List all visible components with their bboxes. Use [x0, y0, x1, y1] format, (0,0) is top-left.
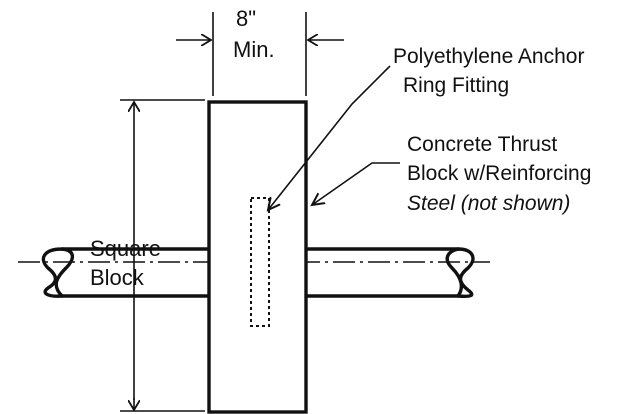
anchor-leader-line — [268, 65, 391, 210]
thrust-callout-line2: Block w/Reinforcing — [407, 162, 591, 185]
dimension-value: 8" — [236, 6, 256, 31]
anchor-ring-fitting-hidden — [250, 197, 270, 327]
pipe-label-line1: Square — [90, 236, 161, 261]
dimension-qualifier: Min. — [233, 37, 275, 62]
anchor-callout-line1: Polyethylene Anchor — [393, 45, 584, 68]
width-dimension: 8" Min. — [176, 6, 344, 96]
thrust-callout-line3: Steel (not shown) — [407, 192, 570, 215]
pipe-label-line2: Block — [90, 265, 145, 290]
pipe-left-break — [41, 247, 74, 298]
anchor-callout-line2: Ring Fitting — [403, 74, 509, 97]
thrust-leader-line — [312, 162, 400, 205]
height-dimension — [120, 99, 205, 412]
pipe-right-break — [445, 247, 475, 299]
thrust-callout-line1: Concrete Thrust — [407, 133, 557, 156]
concrete-thrust-block — [207, 100, 308, 414]
